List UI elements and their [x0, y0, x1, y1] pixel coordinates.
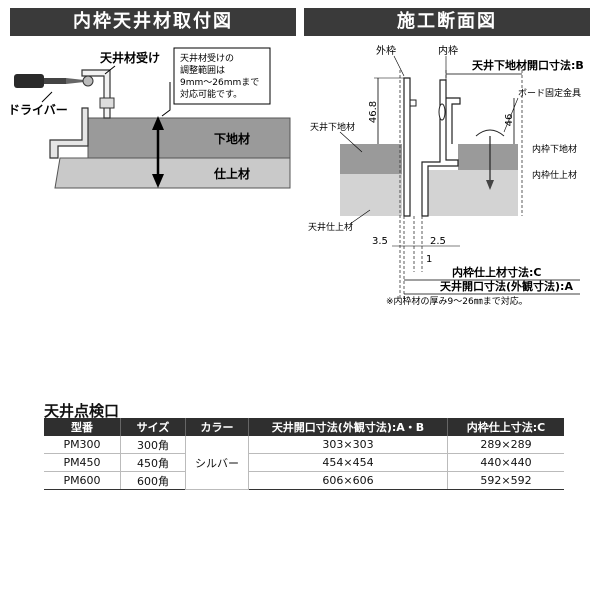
section-diagram: 46.8 46 3.5 2.5 1 外枠 内枠 天井下地材開口寸法:B ボード固… [308, 44, 584, 307]
cell-model: PM450 [44, 453, 121, 472]
cell-c: 440×440 [447, 453, 564, 472]
header-size: サイズ [120, 418, 186, 436]
left-panel-title: 内枠天井材取付図 [10, 8, 296, 36]
cell-size: 300角 [120, 436, 186, 454]
cell-c: 592×592 [447, 471, 564, 490]
header-ab: 天井開口寸法(外観寸法):A・B [248, 418, 448, 436]
base-layer [87, 117, 291, 159]
dim-46-8: 46.8 [368, 101, 379, 123]
inner-frame [421, 79, 459, 217]
note-box [173, 47, 271, 105]
outer-frame [403, 77, 411, 217]
ceiling-base-left [340, 144, 402, 174]
table-title: 天井点検口 [44, 402, 120, 420]
dim-2-5: 2.5 [430, 236, 446, 247]
header-model: 型番 [44, 418, 121, 436]
right-panel-title: 施工断面図 [304, 8, 590, 36]
label-driver: ドライバー [8, 103, 68, 117]
table-header-row: 型番 サイズ カラー 天井開口寸法(外観寸法):A・B 内枠仕上寸法:C [44, 418, 564, 436]
cell-size: 450角 [120, 453, 186, 472]
label-inner-finish: 内枠仕上材 [532, 169, 577, 181]
cell-ab: 303×303 [248, 436, 448, 454]
ceiling-finish-left [340, 174, 402, 216]
header-c: 内枠仕上寸法:C [447, 418, 564, 436]
cell-color: シルバー [185, 436, 249, 490]
label-c: 内枠仕上材寸法:C [452, 265, 541, 279]
cell-model: PM600 [44, 471, 121, 490]
label-outer-frame: 外枠 [376, 44, 396, 57]
label-base-left: 天井下地材 [310, 121, 355, 133]
cell-size: 600角 [120, 471, 186, 490]
dim-1: 1 [426, 254, 432, 265]
label-base: 下地材 [214, 131, 250, 146]
fixing-bracket [446, 97, 461, 144]
table-row: PM600 600角 606×606 592×592 [44, 471, 564, 490]
spec-table: 型番 サイズ カラー 天井開口寸法(外観寸法):A・B 内枠仕上寸法:C PM3… [44, 418, 564, 490]
note-line-2: 調整範囲は [180, 64, 225, 76]
frame-profile [49, 107, 89, 159]
dim-3-5: 3.5 [372, 236, 388, 247]
label-finish-left: 天井仕上材 [308, 221, 353, 233]
header-color: カラー [185, 418, 249, 436]
cell-ab: 606×606 [248, 471, 448, 490]
note-line-4: 対応可能です。 [180, 88, 242, 100]
label-b: 天井下地材開口寸法:B [472, 58, 584, 72]
inner-finish-right [422, 170, 518, 216]
table-row: PM450 450角 454×454 440×440 [44, 453, 564, 472]
dim-46: 46 [504, 114, 515, 127]
finish-layer [54, 157, 291, 189]
label-fixing: ボード固定金具 [518, 87, 581, 99]
label-inner-base: 内枠下地材 [532, 143, 577, 155]
note-line-1: 天井材受けの [180, 52, 234, 64]
label-finish: 仕上材 [213, 166, 250, 181]
note-line-3: 9mm〜26mmまで [180, 77, 259, 88]
thickness-note: ※内枠材の厚み9〜26㎜まで対応。 [386, 295, 528, 307]
inner-base-right [458, 144, 518, 170]
label-inner-frame: 内枠 [438, 44, 458, 57]
installation-diagram: 天井材受けの 調整範囲は 9mm〜26mmまで 対応可能です。 天井材受け ドラ… [8, 47, 291, 189]
cell-model: PM300 [44, 436, 121, 454]
label-ceiling-holder: 天井材受け [100, 50, 160, 65]
label-a: 天井開口寸法(外観寸法):A [440, 279, 573, 293]
cell-ab: 454×454 [248, 453, 448, 472]
cell-c: 289×289 [447, 436, 564, 454]
screwdriver-icon [14, 74, 94, 88]
table-row: PM300 300角 シルバー 303×303 289×289 [44, 436, 564, 490]
adjust-range-arrow-icon [152, 116, 164, 188]
